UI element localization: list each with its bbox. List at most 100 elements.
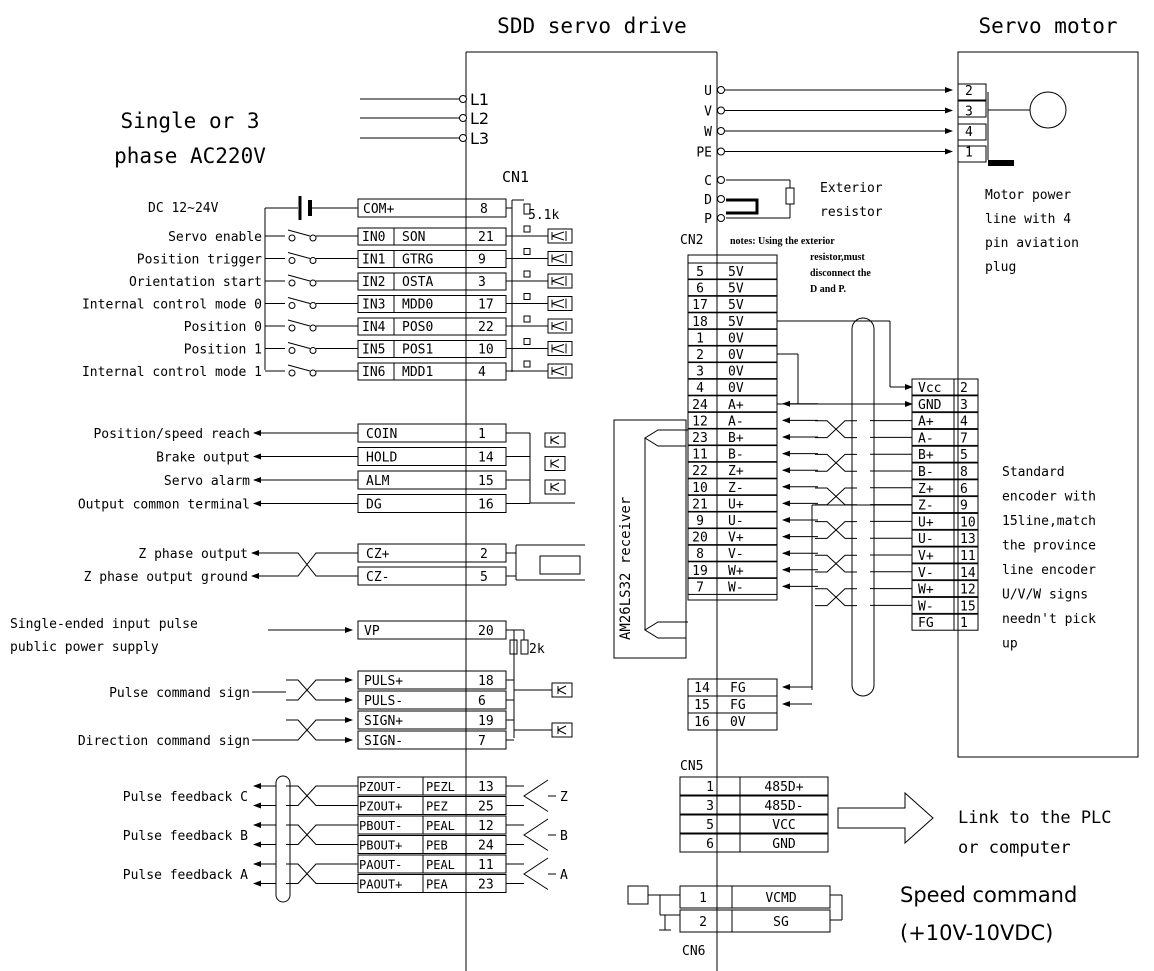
cn2-fg-pin: 16 — [694, 715, 710, 730]
input-channel: IN6 — [362, 365, 385, 380]
encoder-note-line: up — [1002, 637, 1018, 652]
cn2-signal-box — [716, 577, 778, 595]
cn2-fg-signal-box — [716, 712, 778, 731]
resistor-terminal: P — [704, 212, 712, 227]
cn5-signal-box — [739, 776, 829, 796]
resistor-icon — [523, 315, 531, 323]
switch-blade — [287, 229, 311, 237]
cn2-signal: V- — [728, 547, 744, 562]
cn2-signal: B- — [728, 448, 744, 463]
motor-pin: 2 — [965, 84, 973, 99]
cn2-pin: 8 — [696, 547, 704, 562]
encoder-pin: 14 — [960, 566, 976, 581]
encoder-signal: A- — [918, 431, 934, 446]
output-signal: ALM — [366, 474, 390, 489]
encoder-note-line: needn't pick — [1002, 612, 1096, 627]
output-desc: Brake output — [156, 451, 250, 466]
cn2-signal: B+ — [728, 431, 744, 446]
output-desc: Position/speed reach — [93, 427, 250, 442]
encoder-pin: 7 — [960, 431, 968, 446]
ext-note-2: resistor,must — [810, 252, 865, 263]
cn2-signal-box — [716, 461, 778, 479]
terminal-icon — [717, 195, 725, 203]
cn2-pin: 9 — [696, 514, 704, 529]
input-desc: Position 0 — [184, 320, 262, 335]
cn2-signal-box — [716, 561, 778, 579]
output-signal: HOLD — [366, 451, 397, 466]
supply-terminal-l1: L1 — [470, 90, 489, 109]
speed-command-2: (+10V-10VDC) — [900, 921, 1053, 945]
encoder-pin-box — [953, 462, 979, 480]
pulse-signal: SIGN+ — [364, 714, 403, 729]
encoder-pin: 3 — [960, 398, 968, 413]
optocoupler-glyph — [557, 725, 567, 735]
vp-signal: VP — [364, 624, 380, 639]
input-signal: MDD1 — [402, 365, 433, 380]
cn5-signal-box — [739, 833, 829, 853]
cn2-signal: 0V — [728, 381, 744, 396]
cn5-pin: 1 — [706, 780, 714, 795]
cn2-box — [687, 254, 778, 601]
encoder-signal: FG — [918, 616, 934, 631]
cn6-signal: VCMD — [765, 891, 796, 906]
cn2-pin: 12 — [692, 414, 708, 429]
cn2-pin: 21 — [692, 497, 708, 512]
encoder-pin-box — [953, 596, 979, 614]
encoder-pin: 1 — [960, 616, 968, 631]
resistor-icon — [523, 360, 531, 368]
ext-resistor-1: Exterior — [820, 181, 883, 196]
feedback-signal: PZOUT+ — [359, 800, 402, 814]
cn2-pin: 23 — [692, 431, 708, 446]
twisted-pair-icon — [286, 552, 328, 577]
cn2-pin: 24 — [692, 398, 708, 413]
resistor-icon — [523, 338, 531, 345]
output-signal: DG — [366, 498, 382, 513]
encoder-pin: 8 — [960, 465, 968, 480]
terminal-icon — [717, 86, 725, 94]
cn2-pin: 6 — [696, 282, 704, 297]
cn6-signal-box — [731, 909, 831, 933]
cn2-signal-box — [716, 411, 778, 429]
encoder-signal: B+ — [918, 448, 934, 463]
feedback-phase: Z — [560, 790, 568, 805]
cn2-signal-box — [716, 279, 778, 297]
output-pin: 15 — [478, 474, 494, 489]
cn2-signal-box — [716, 478, 778, 496]
cn2-fg-signal: FG — [730, 698, 746, 713]
supply-label-2: phase AC220V — [114, 144, 266, 168]
input-signal: MDD0 — [402, 298, 433, 313]
line-driver-icon — [523, 818, 549, 851]
twisted-pair-icon — [286, 719, 328, 741]
input-channel: IN5 — [362, 343, 385, 358]
line-driver-icon — [523, 779, 549, 812]
encoder-signal: V- — [918, 566, 934, 581]
link-arrow — [837, 791, 934, 845]
cn2-pin: 5 — [696, 265, 704, 280]
cn5-signal: GND — [772, 837, 796, 852]
twisted-pair-icon — [815, 554, 857, 573]
motor-note-line: plug — [985, 260, 1016, 275]
twisted-pair-icon — [815, 453, 857, 472]
encoder-pin: 9 — [960, 499, 968, 514]
zphase-pin: 5 — [480, 570, 488, 585]
motor-note-line: Motor power — [985, 188, 1071, 203]
feedback-alt: PEZ — [426, 800, 448, 814]
cn2-signal-box — [716, 511, 778, 529]
terminal-icon — [717, 106, 725, 115]
switch-contact-icon — [309, 302, 317, 309]
cn2-signal-box — [716, 262, 778, 280]
cn5-label: CN5 — [680, 759, 703, 774]
cn2-pin: 4 — [696, 381, 704, 396]
motor-note-line: pin aviation — [985, 236, 1079, 251]
supply-label-1: Single or 3 — [120, 109, 259, 133]
cn5-signal: 485D+ — [764, 780, 803, 795]
cn2-signal-box — [716, 295, 778, 313]
pulse-signal: PULS- — [364, 694, 403, 709]
cn2-pin: 10 — [692, 481, 708, 496]
feedback-pin: 25 — [478, 800, 494, 815]
input-desc: Position trigger — [137, 253, 262, 268]
switch-contact-icon — [288, 302, 296, 309]
